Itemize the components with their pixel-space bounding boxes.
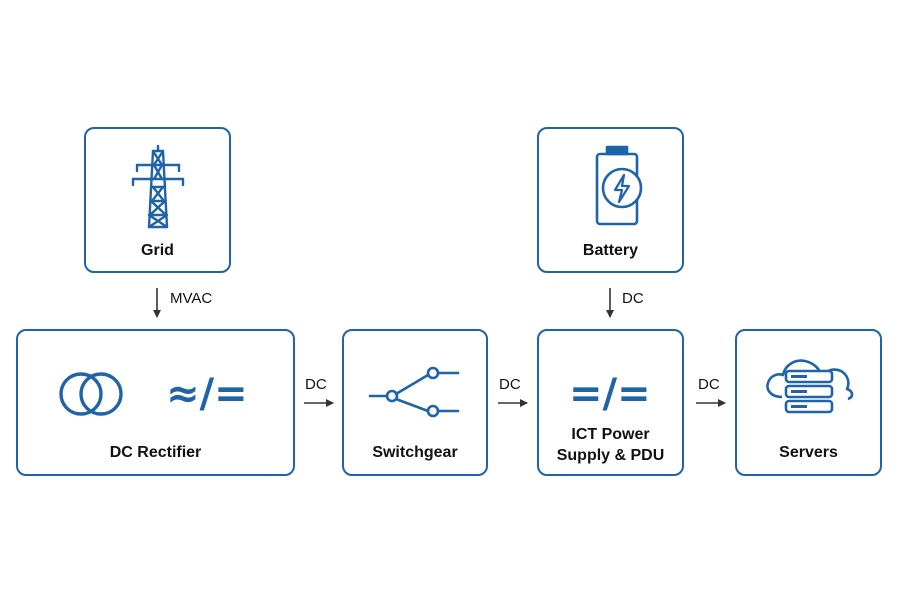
label-dc-switchgear: DC (499, 376, 521, 393)
ict-power-box: =/= ICT Power Supply & PDU (537, 329, 684, 476)
label-dc-battery: DC (622, 290, 644, 307)
battery-charging-icon (595, 145, 643, 226)
transformer-icon (59, 372, 123, 416)
dc-rectifier-label: DC Rectifier (109, 444, 202, 461)
label-dc-rectifier: DC (305, 376, 327, 393)
battery-box: Battery (537, 127, 684, 273)
cloud-server-icon (766, 359, 854, 414)
switchgear-box: Switchgear (342, 329, 488, 476)
ict-power-label-line2: Supply & PDU (556, 447, 665, 464)
ict-power-label-line1: ICT Power (571, 426, 650, 443)
label-mvac: MVAC (170, 290, 213, 307)
switchgear-label: Switchgear (372, 444, 458, 461)
servers-label: Servers (779, 444, 838, 461)
rectifier-symbol: ≈/= (166, 371, 248, 417)
transmission-tower-icon (131, 144, 185, 229)
servers-box: Servers (735, 329, 882, 476)
grid-label: Grid (141, 242, 174, 259)
battery-label: Battery (582, 242, 639, 259)
ict-symbol: =/= (569, 371, 651, 417)
grid-box: Grid (84, 127, 231, 273)
switch-icon (368, 366, 460, 418)
label-dc-ict: DC (698, 376, 720, 393)
dc-rectifier-box: ≈/= DC Rectifier (16, 329, 295, 476)
